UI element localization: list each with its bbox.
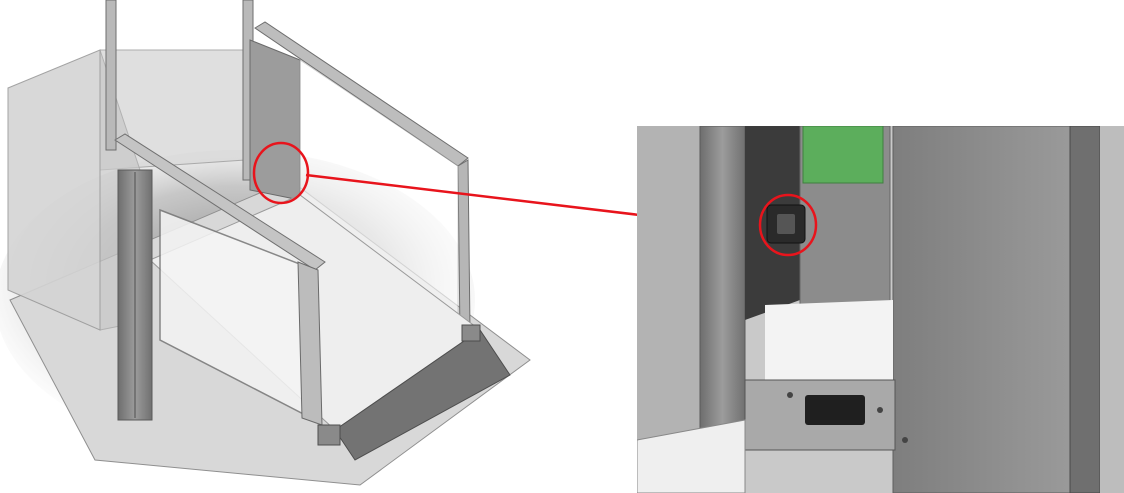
detail-base-slot <box>805 395 865 425</box>
overview-view <box>0 0 531 486</box>
column-base-block <box>317 424 341 446</box>
switch-button <box>777 214 795 234</box>
shaft-left-face <box>7 49 101 331</box>
front-gate-top-rail <box>114 133 326 271</box>
right-gate-top-rail <box>254 21 469 167</box>
rear-base-block <box>461 324 481 342</box>
detail-main-wall <box>892 126 1074 493</box>
detail-callout-circle <box>758 193 818 257</box>
access-ramp <box>334 329 511 461</box>
front-gate-right-stile <box>297 261 323 426</box>
rear-post-left <box>105 0 117 151</box>
detail-bolt-1 <box>787 392 793 398</box>
detail-bolt-3 <box>902 437 908 443</box>
detail-bolt-2 <box>877 407 883 413</box>
detail-view <box>637 126 1124 493</box>
detail-lower-floor <box>765 300 893 380</box>
back-wall-panel <box>249 39 301 201</box>
detail-outer-wall <box>637 126 700 493</box>
detail-bottom-ledge <box>637 419 746 493</box>
detail-far-right <box>1100 126 1124 493</box>
right-gate-post <box>457 159 471 336</box>
detail-green-panel <box>802 126 884 184</box>
detail-right-rail <box>1069 126 1101 493</box>
overview-callout-circle <box>252 141 310 205</box>
